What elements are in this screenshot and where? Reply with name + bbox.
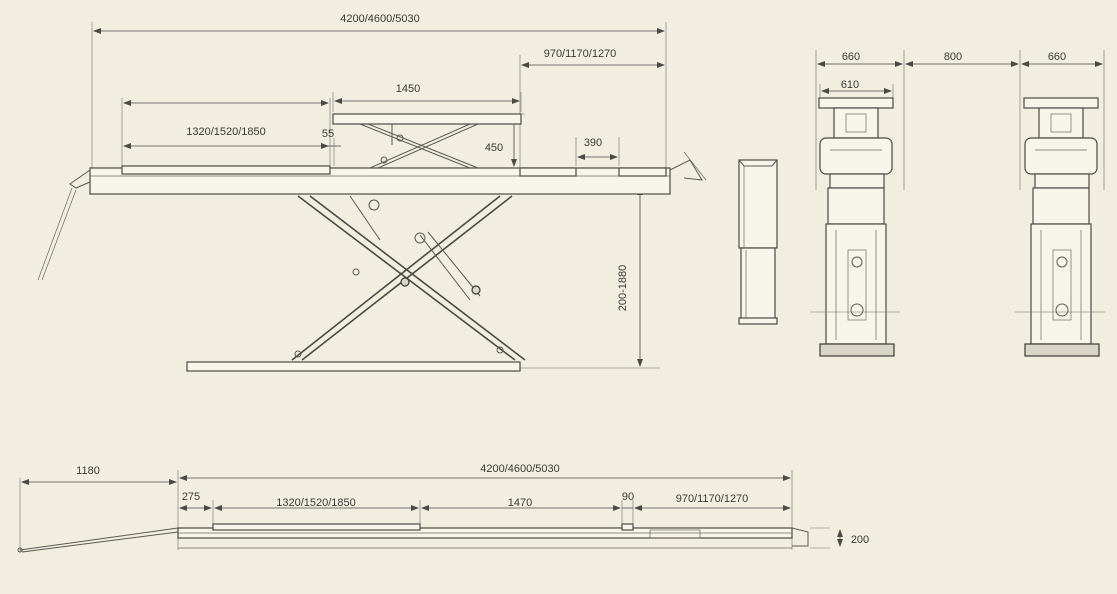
gap-label: 55 xyxy=(322,128,334,140)
plan-lowered-platform xyxy=(177,523,809,549)
gap-dimension: 55 xyxy=(322,128,341,166)
plan-rear-section-label: 970/1170/1270 xyxy=(676,493,749,505)
plan-segment-dimensions: 275 1320/1520/1850 1470 90 970/1170/1270 xyxy=(179,491,791,528)
ramp-extension-label: 970/1170/1270 xyxy=(544,48,617,60)
main-runway xyxy=(37,151,707,281)
width-left-label: 660 xyxy=(842,51,860,63)
plan-overall-length-label: 4200/4600/5030 xyxy=(480,463,560,475)
upper-platform xyxy=(332,113,522,169)
plan-gap-label: 90 xyxy=(622,491,634,503)
slot-width-label: 390 xyxy=(584,137,602,149)
overall-length-dimension: 4200/4600/5030 xyxy=(91,13,667,168)
front-view: 660 800 660 610 xyxy=(810,50,1105,357)
top-width-label: 610 xyxy=(841,79,859,91)
front-section-dimension: 1320/1520/1850 xyxy=(121,98,331,165)
plan-lowered-height-label: 200 xyxy=(851,534,869,546)
front-view-left-column xyxy=(810,97,900,357)
ramp-length-label: 1180 xyxy=(76,465,100,477)
front-view-right-column xyxy=(1015,97,1105,357)
plan-front-section-label: 1320/1520/1850 xyxy=(276,497,356,509)
spacing-label: 800 xyxy=(944,51,962,63)
width-right-label: 660 xyxy=(1048,51,1066,63)
scissor-mechanism xyxy=(291,195,526,361)
platform-length-dimension: 1450 xyxy=(332,83,522,112)
base-plate xyxy=(186,361,521,372)
overall-length-label: 4200/4600/5030 xyxy=(340,13,420,25)
ramp-extension-dimension: 970/1170/1270 xyxy=(519,48,665,168)
platform-height-label: 450 xyxy=(485,142,503,154)
lift-range-label: 200-1880 xyxy=(617,265,629,312)
plan-ramp: 1180 xyxy=(17,465,179,553)
plan-overall-length-dimension: 4200/4600/5030 xyxy=(177,463,793,550)
slot-width-dimension: 390 xyxy=(575,137,620,166)
plan-lowered-height-dimension: 200 xyxy=(810,527,869,549)
front-width-dimension: 660 800 660 610 xyxy=(815,50,1105,190)
platform-length-label: 1450 xyxy=(396,83,420,95)
plan-mid-section-label: 1470 xyxy=(508,497,532,509)
lift-range-dimension: 200-1880 xyxy=(520,187,660,369)
front-section-label: 1320/1520/1850 xyxy=(186,126,266,138)
side-view: 4200/4600/5030 970/1170/1270 1450 1320/1… xyxy=(37,13,707,372)
plan-offset-label: 275 xyxy=(182,491,200,503)
plan-view: 1180 4200/4600/5030 275 1320/1520/1850 xyxy=(17,463,869,553)
power-unit xyxy=(738,159,778,325)
